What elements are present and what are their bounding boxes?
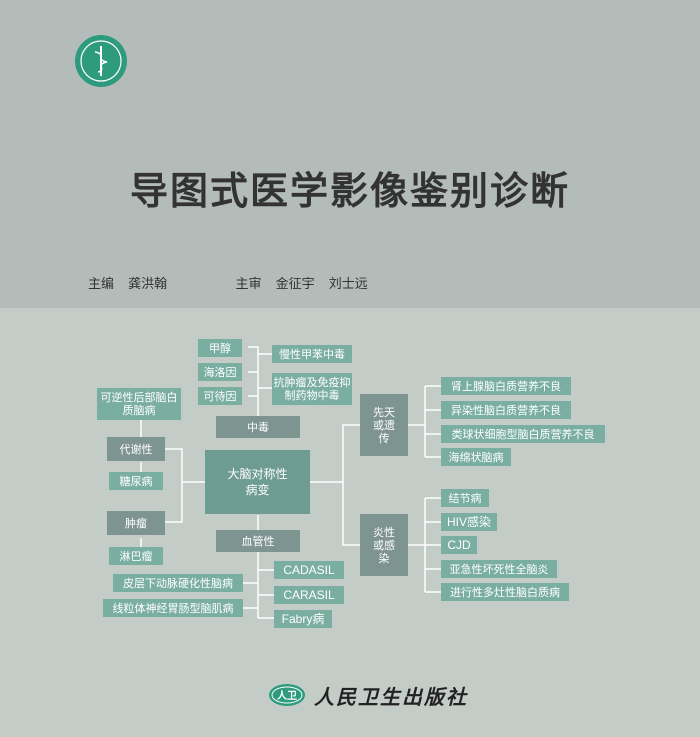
publisher-logo-icon: 人卫 — [269, 684, 305, 706]
node-toxic: 中毒 — [216, 416, 300, 438]
inflammatory-item-leigh: 亚急性坏死性全脑炎 — [441, 560, 557, 578]
inflammatory-item-cjd: CJD — [441, 536, 477, 554]
node-inflammatory: 炎性或感染 — [360, 514, 408, 576]
congenital-item-ald: 肾上腺脑白质营养不良 — [441, 377, 571, 395]
toxic-result-drugs: 抗肿瘤及免疫抑制药物中毒 — [272, 373, 352, 405]
vascular-item-cadasil: CADASIL — [274, 561, 344, 579]
vascular-left-item-mngie: 线粒体神经胃肠型脑肌病 — [103, 599, 243, 617]
vascular-item-carasil: CARASIL — [274, 586, 344, 604]
toxic-cause-methanol: 甲醇 — [198, 339, 242, 357]
node-vascular: 血管性 — [216, 530, 300, 552]
metabolic-item-pres: 可逆性后部脑白质脑病 — [97, 388, 181, 420]
series-emblem-icon — [75, 35, 127, 87]
inflammatory-item-sarcoid: 结节病 — [441, 489, 489, 507]
metabolic-item-diabetes: 糖尿病 — [109, 472, 163, 490]
congenital-item-krabbe: 类球状细胞型脑白质营养不良 — [441, 425, 605, 443]
publisher-name: 人民卫生出版社 — [314, 684, 468, 709]
node-metabolic: 代谢性 — [107, 437, 165, 461]
credits-line: 主编 龚洪翰 主审 金征宇 刘士远 — [88, 273, 378, 292]
node-congenital: 先天或遗传 — [360, 394, 408, 456]
tumor-item-lymphoma: 淋巴瘤 — [109, 547, 163, 565]
publisher: 人卫 人民卫生出版社 — [268, 680, 468, 710]
node-tumor: 肿瘤 — [107, 511, 165, 535]
congenital-item-canavan: 海绵状脑病 — [441, 448, 511, 466]
reviewer-name-1: 金征宇 — [275, 277, 315, 292]
reviewer-name-2: 刘士远 — [328, 277, 368, 292]
toxic-cause-codeine: 可待因 — [198, 387, 242, 405]
toxic-cause-heroin: 海洛因 — [198, 363, 242, 381]
book-title: 导图式医学影像鉴别诊断 — [129, 169, 570, 213]
inflammatory-item-pml: 进行性多灶性脑白质病 — [441, 583, 569, 601]
chief-editor-label: 主编 — [88, 277, 115, 292]
vascular-left-item-binswanger: 皮层下动脉硬化性脑病 — [113, 574, 243, 592]
toxic-result-toluene: 慢性甲苯中毒 — [272, 345, 352, 363]
reviewer-label: 主审 — [235, 277, 262, 292]
publisher-logo-text: 人卫 — [277, 689, 297, 702]
vascular-item-fabry: Fabry病 — [274, 610, 332, 628]
congenital-item-mld: 异染性脑白质营养不良 — [441, 401, 571, 419]
inflammatory-item-hiv: HIV感染 — [441, 513, 497, 531]
node-center: 大脑对称性病变 — [205, 450, 310, 514]
chief-editor-name: 龚洪翰 — [128, 277, 168, 292]
